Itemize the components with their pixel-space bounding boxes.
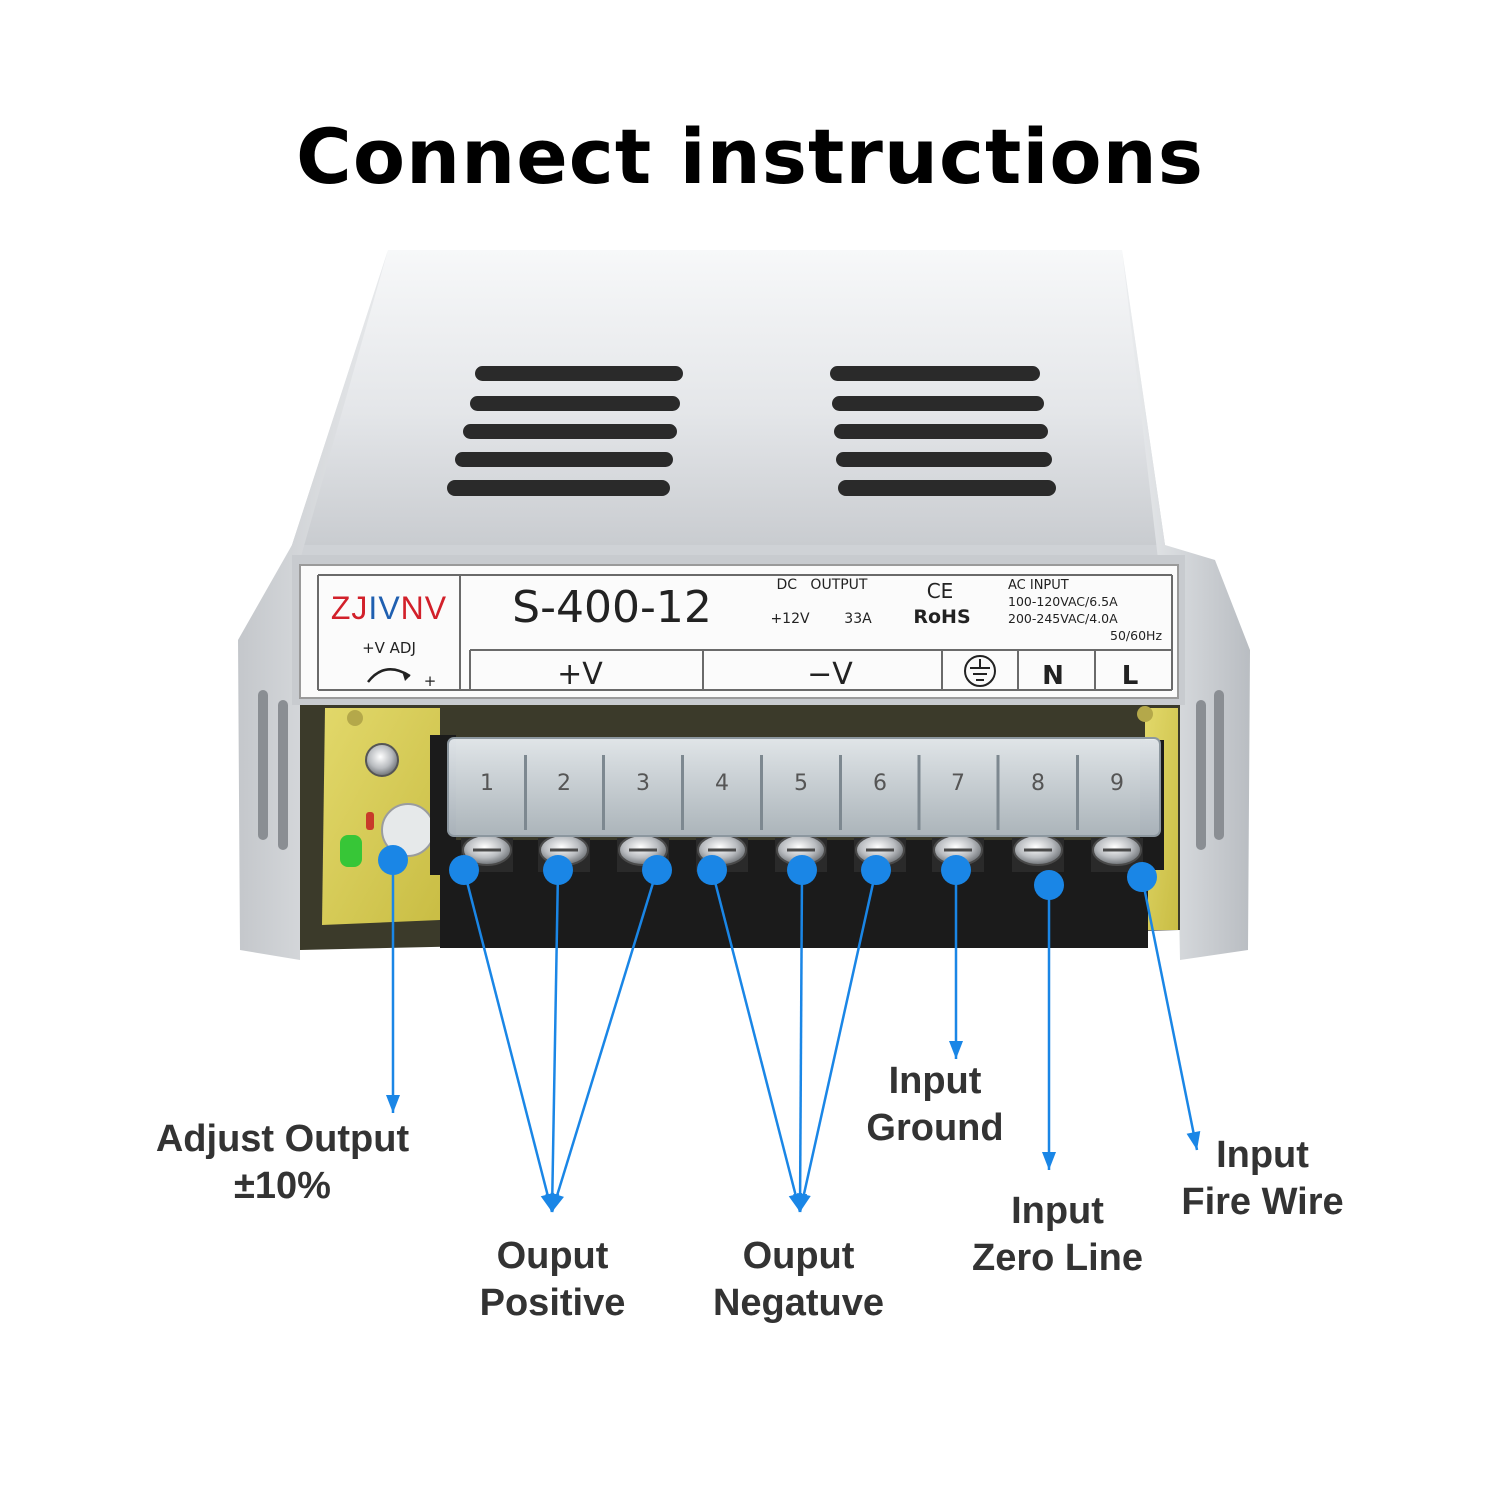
terminal-block: 1 2 3 4 5 6 7 8 9	[430, 735, 1164, 948]
callout-line	[1140, 876, 1199, 1151]
vent-slots	[447, 366, 1056, 496]
case-left-side	[238, 250, 388, 960]
callout-ground-line1: Input	[888, 1060, 982, 1102]
callout-line	[798, 869, 804, 1213]
terminal-group-positive: +V	[557, 657, 603, 692]
terminal-number: 4	[715, 771, 729, 796]
callout-negative-line2: Negatuve	[712, 1282, 885, 1324]
callout-zero-line1: Input	[1011, 1190, 1104, 1232]
brand-part-nv: NV	[401, 590, 447, 626]
callout-positive-line2: Positive	[479, 1282, 626, 1324]
terminal-number: 7	[951, 771, 965, 796]
arrowhead-icon	[1186, 1130, 1201, 1150]
dc-output-header: DC OUTPUT	[777, 577, 868, 593]
page-title: Connect instructions	[296, 112, 1204, 201]
callout-adjust-output: Adjust Output ±10%	[130, 1116, 435, 1210]
callout-line	[550, 869, 659, 1213]
terminal-marker-dot	[1127, 862, 1157, 892]
terminal-screw[interactable]	[1091, 834, 1143, 872]
ac-frequency: 50/60Hz	[1110, 628, 1162, 643]
arrowhead-icon	[1042, 1152, 1056, 1170]
callout-adjust-line1: Adjust Output	[155, 1118, 410, 1160]
callout-zero-line2: Zero Line	[971, 1237, 1144, 1279]
arrowhead-icon	[949, 1041, 963, 1059]
terminal-marker-dot	[697, 855, 727, 885]
ac-input-line2: 200-245VAC/4.0A	[1008, 611, 1118, 626]
ground-symbol-icon	[964, 655, 996, 687]
callout-fire-line1: Input	[1216, 1134, 1309, 1176]
adj-plus: +	[424, 672, 437, 690]
adj-caption: +V ADJ	[362, 639, 416, 657]
terminal-group-negative: −V	[807, 657, 853, 692]
callout-output-positive: Ouput Positive	[430, 1233, 675, 1327]
rohs-mark: RoHS	[913, 606, 970, 628]
callout-input-zero-line: Input Zero Line	[955, 1188, 1160, 1282]
callout-output-negative: Ouput Negatuve	[676, 1233, 921, 1327]
status-led	[340, 835, 362, 867]
arrowhead-icon	[386, 1095, 400, 1113]
terminal-marker-dot	[449, 855, 479, 885]
model-number: S-400-12	[512, 582, 712, 633]
terminal-marker-dot	[378, 845, 408, 875]
callout-lines	[386, 860, 1201, 1213]
spec-label-plate: ZJIVNV +V ADJ + S-400-12 DC OUTPUT +12V …	[299, 564, 1179, 699]
terminal-marker-dot	[543, 855, 573, 885]
terminal-screw[interactable]	[1012, 834, 1064, 872]
terminal-number: 3	[636, 771, 650, 796]
callout-fire-line2: Fire Wire	[1181, 1181, 1344, 1223]
terminal-cover	[447, 737, 1161, 837]
brand-part-zj: ZJ	[331, 590, 369, 626]
callout-line	[798, 869, 878, 1213]
ac-input-header: AC INPUT	[1008, 578, 1069, 593]
callout-positive-line1: Ouput	[496, 1235, 609, 1277]
dc-voltage: +12V	[770, 611, 810, 627]
callout-line	[550, 869, 560, 1213]
terminal-number: 2	[557, 771, 571, 796]
brand-part-iv: IV	[368, 590, 400, 626]
callout-line	[462, 869, 554, 1213]
case-right-side	[1122, 250, 1250, 960]
terminal-marker-dot	[642, 855, 672, 885]
callout-dots	[378, 845, 1157, 900]
dc-current: 33A	[844, 611, 872, 627]
callout-input-fire-wire: Input Fire Wire	[1160, 1132, 1365, 1226]
callout-adjust-line2: ±10%	[234, 1165, 331, 1207]
arrowhead-icon	[797, 1192, 811, 1212]
terminal-screw[interactable]	[932, 834, 984, 872]
terminal-marker-dot	[941, 855, 971, 885]
callout-negative-line1: Ouput	[742, 1235, 855, 1277]
terminal-marker-dot	[861, 855, 891, 885]
brand-name: ZJIVNV	[331, 590, 447, 626]
terminal-screw[interactable]	[775, 834, 827, 872]
terminal-marker-dot	[1034, 870, 1064, 900]
terminal-number: 6	[873, 771, 887, 796]
callout-ground-line2: Ground	[866, 1107, 1004, 1149]
terminal-number: 5	[794, 771, 808, 796]
ac-input-line1: 100-120VAC/6.5A	[1008, 594, 1118, 609]
arrowhead-icon	[550, 1192, 564, 1212]
terminal-number: 8	[1031, 771, 1045, 796]
terminal-number: 1	[480, 771, 494, 796]
terminal-group-neutral: N	[1042, 661, 1064, 691]
callout-input-ground: Input Ground	[835, 1058, 1035, 1152]
terminal-marker-dot	[787, 855, 817, 885]
ce-mark: CE	[927, 579, 954, 603]
callout-line	[710, 869, 802, 1213]
terminal-group-line: L	[1122, 661, 1139, 691]
terminal-number: 9	[1110, 771, 1124, 796]
